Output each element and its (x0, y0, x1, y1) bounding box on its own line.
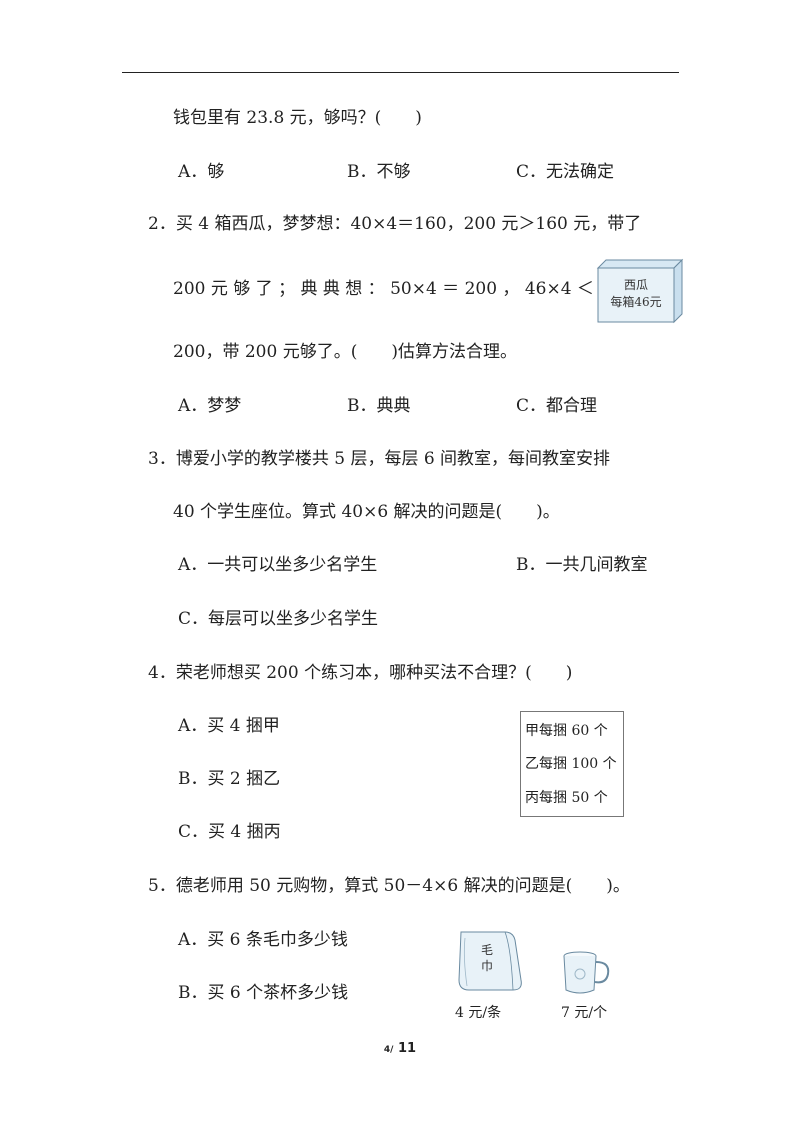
towel-icon: 毛 巾 (458, 931, 522, 991)
q1-option-c[interactable]: C．无法确定 (516, 162, 615, 182)
q3-option-b[interactable]: B．一共几间教室 (516, 555, 648, 575)
q4-option-a[interactable]: A．买 4 捆甲 (178, 716, 280, 736)
page-total: 11 (393, 1041, 417, 1056)
q1-option-b[interactable]: B．不够 (347, 162, 411, 182)
page-current: 4/ (383, 1045, 394, 1055)
price-list-item: 乙每捆 100 个 (525, 756, 617, 772)
towel-label-line2: 巾 (481, 959, 493, 973)
box-label-line1: 西瓜 (624, 278, 648, 292)
q4-line1: 4．荣老师想买 200 个练习本，哪种买法不合理？( ) (148, 663, 573, 683)
q5-option-a[interactable]: A．买 6 条毛巾多少钱 (178, 930, 348, 950)
q4-option-b[interactable]: B．买 2 捆乙 (178, 769, 281, 789)
q4-option-c[interactable]: C．买 4 捆丙 (178, 822, 281, 842)
price-list-box: 甲每捆 60 个 乙每捆 100 个 丙每捆 50 个 (520, 711, 624, 817)
q3-line2: 40 个学生座位。算式 40×6 解决的问题是( )。 (173, 502, 560, 522)
q2-line1: 2．买 4 箱西瓜，梦梦想：40×4＝160，200 元＞160 元，带了 (148, 214, 642, 234)
q3-line1: 3．博爱小学的教学楼共 5 层，每层 6 间教室，每间教室安排 (148, 449, 611, 469)
q2-option-c[interactable]: C．都合理 (516, 396, 598, 416)
header-rule (122, 72, 679, 73)
cup-price: 7 元/个 (561, 1005, 608, 1021)
q2-line2: 200 元 够 了 ； 典 典 想 ： 50×4 ＝ 200 ， 46×4 ＜ (173, 279, 594, 299)
towel-label-line1: 毛 (481, 943, 493, 957)
q2-option-b[interactable]: B．典典 (347, 396, 411, 416)
q5-line1: 5．德老师用 50 元购物，算式 50－4×6 解决的问题是( )。 (148, 876, 630, 896)
box-label-line2: 每箱46元 (610, 294, 661, 309)
towel-price: 4 元/条 (455, 1005, 502, 1021)
q2-line3: 200，带 200 元够了。( )估算方法合理。 (173, 342, 517, 362)
q2-option-a[interactable]: A．梦梦 (178, 396, 242, 416)
price-list-item: 甲每捆 60 个 (525, 723, 608, 739)
q3-option-c[interactable]: C．每层可以坐多少名学生 (178, 609, 379, 629)
price-list-item: 丙每捆 50 个 (525, 790, 608, 806)
q3-option-a[interactable]: A．一共可以坐多少名学生 (178, 555, 378, 575)
q1-continuation: 钱包里有 23.8 元，够吗？( ) (173, 108, 422, 128)
watermelon-box-icon: 西瓜 每箱46元 (596, 258, 684, 324)
cup-icon (563, 951, 610, 994)
page-number: 4/ 11 (0, 1037, 800, 1056)
q1-option-a[interactable]: A．够 (178, 162, 225, 182)
q5-option-b[interactable]: B．买 6 个茶杯多少钱 (178, 983, 349, 1003)
